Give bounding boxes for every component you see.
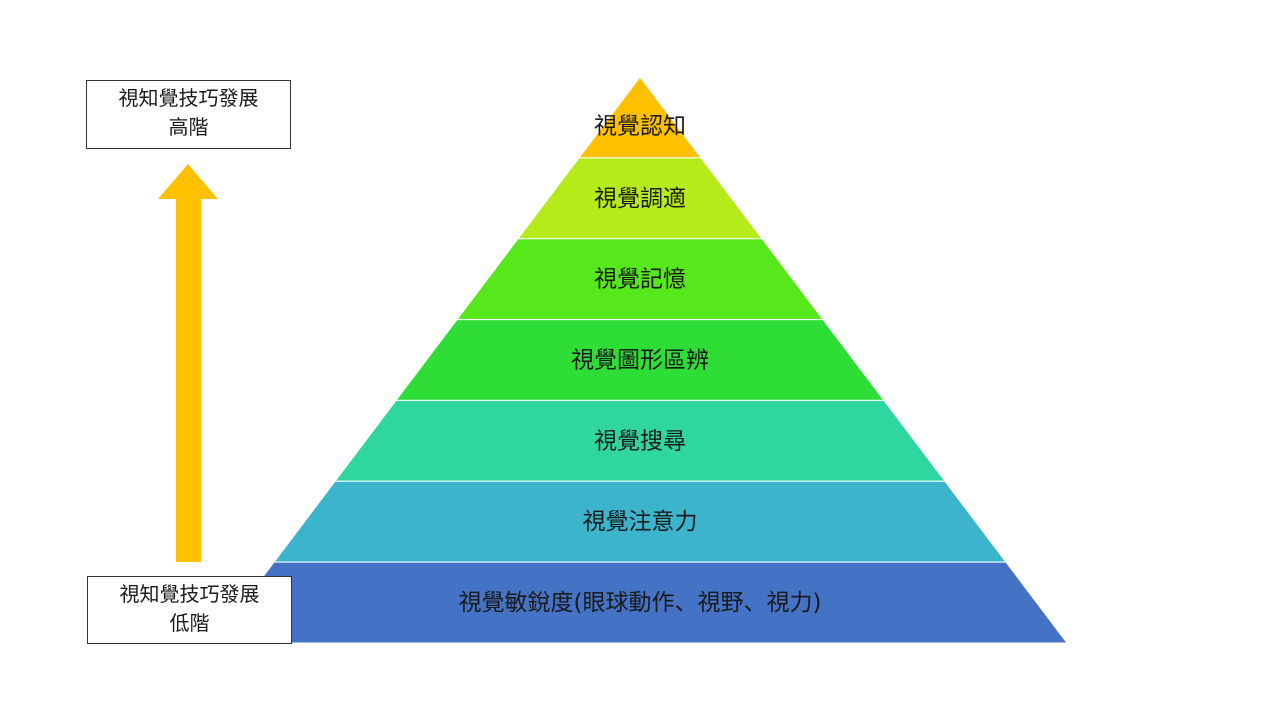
pyramid-level-label-1: 視覺認知 (594, 114, 686, 140)
high-level-title: 視知覺技巧發展 (118, 86, 259, 110)
pyramid-level-label-3: 視覺記憶 (594, 267, 686, 293)
low-level-box: 視知覺技巧發展 低階 (87, 576, 292, 644)
low-level-tier: 低階 (169, 611, 210, 635)
low-level-title: 視知覺技巧發展 (119, 582, 260, 606)
pyramid-level-label-5: 視覺搜尋 (594, 428, 686, 454)
pyramid-level-label-2: 視覺調適 (594, 186, 686, 212)
high-level-box: 視知覺技巧發展 高階 (86, 80, 291, 149)
pyramid-levels: 視覺認知視覺調適視覺記憶視覺圖形區辨視覺搜尋視覺注意力視覺敏銳度(眼球動作、視野… (211, 76, 1069, 644)
pyramid-level-label-7: 視覺敏銳度(眼球動作、視野、視力) (459, 590, 822, 616)
high-level-tier: 高階 (168, 115, 209, 139)
up-arrow-icon (158, 164, 218, 562)
pyramid-level-label-6: 視覺注意力 (583, 509, 698, 535)
pyramid-level-label-4: 視覺圖形區辨 (571, 348, 709, 374)
